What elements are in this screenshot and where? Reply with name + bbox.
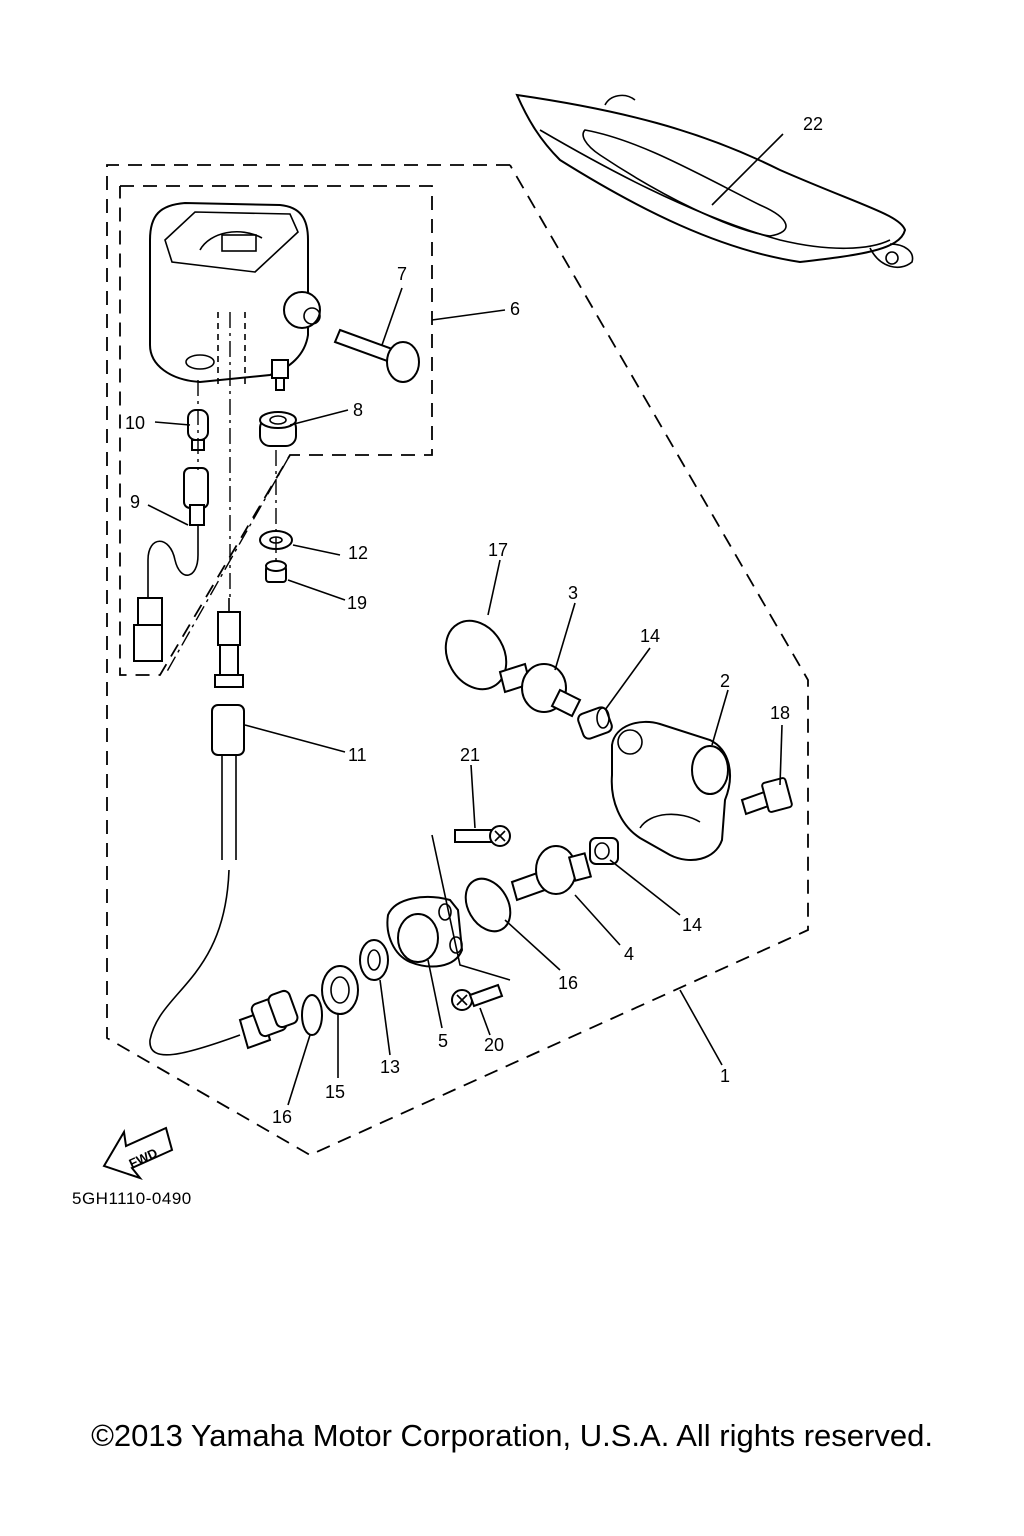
callout-15: 15 xyxy=(325,1082,345,1102)
part-16-oring xyxy=(301,994,323,1036)
part-19-bolt xyxy=(740,777,793,816)
callout-5: 5 xyxy=(438,1031,448,1051)
part-7-knob xyxy=(283,291,420,383)
part-23-cover xyxy=(515,93,914,269)
callout-20: 19 xyxy=(347,593,367,613)
callout-14-upper: 14 xyxy=(640,626,660,646)
part-17-oring xyxy=(464,877,512,933)
part-9-bulb-lead xyxy=(133,467,209,662)
part-18-oring xyxy=(444,619,508,691)
copyright-notice: ©2013 Yamaha Motor Corporation, U.S.A. A… xyxy=(91,1418,933,1453)
drawing-code: 5GH1110-0490 xyxy=(72,1189,192,1208)
callout-12: 12 xyxy=(348,543,368,563)
part-11-cable xyxy=(149,598,299,1056)
callout-22: 21 xyxy=(460,745,480,765)
part-14-bushing-upper xyxy=(577,706,613,740)
callout-17: 16 xyxy=(558,973,578,993)
callout-13: 13 xyxy=(380,1057,400,1077)
callout-10: 10 xyxy=(125,413,145,433)
callout-6: 6 xyxy=(510,299,520,319)
callout-18: 17 xyxy=(488,540,508,560)
callout-1: 1 xyxy=(720,1066,730,1086)
callout-16: 16 xyxy=(272,1107,292,1127)
part-14-bushing-lower xyxy=(589,837,619,865)
callout-23: 22 xyxy=(803,114,823,134)
part-6-meter xyxy=(149,201,309,391)
part-13-washer xyxy=(359,939,389,981)
callout-3: 3 xyxy=(568,583,578,603)
part-21-screw xyxy=(451,983,504,1011)
axis-line-diag xyxy=(164,454,291,676)
fwd-arrow-icon: FWD xyxy=(102,1126,174,1181)
callout-2: 2 xyxy=(720,671,730,691)
screw-axis-22 xyxy=(431,834,511,981)
assembly-1-boundary xyxy=(106,164,809,1157)
callout-4: 4 xyxy=(624,944,634,964)
part-5-drive-housing xyxy=(386,896,464,968)
callout-11: 11 xyxy=(348,745,367,765)
part-4-drive-gear xyxy=(510,845,593,902)
callout-19: 18 xyxy=(770,703,790,723)
part-15-seal xyxy=(321,965,359,1015)
callout-7: 7 xyxy=(397,264,407,284)
callout-9: 9 xyxy=(130,492,140,512)
part-8-grommet xyxy=(259,411,297,447)
part-22-screw xyxy=(454,825,511,847)
part-2-housing xyxy=(610,720,731,861)
part-3-gear xyxy=(498,662,582,718)
callout-21: 20 xyxy=(484,1035,504,1055)
callout-8: 8 xyxy=(353,400,363,420)
part-20-nut xyxy=(265,560,287,583)
leader-lines xyxy=(147,133,784,1106)
callout-14-lower: 14 xyxy=(682,915,702,935)
